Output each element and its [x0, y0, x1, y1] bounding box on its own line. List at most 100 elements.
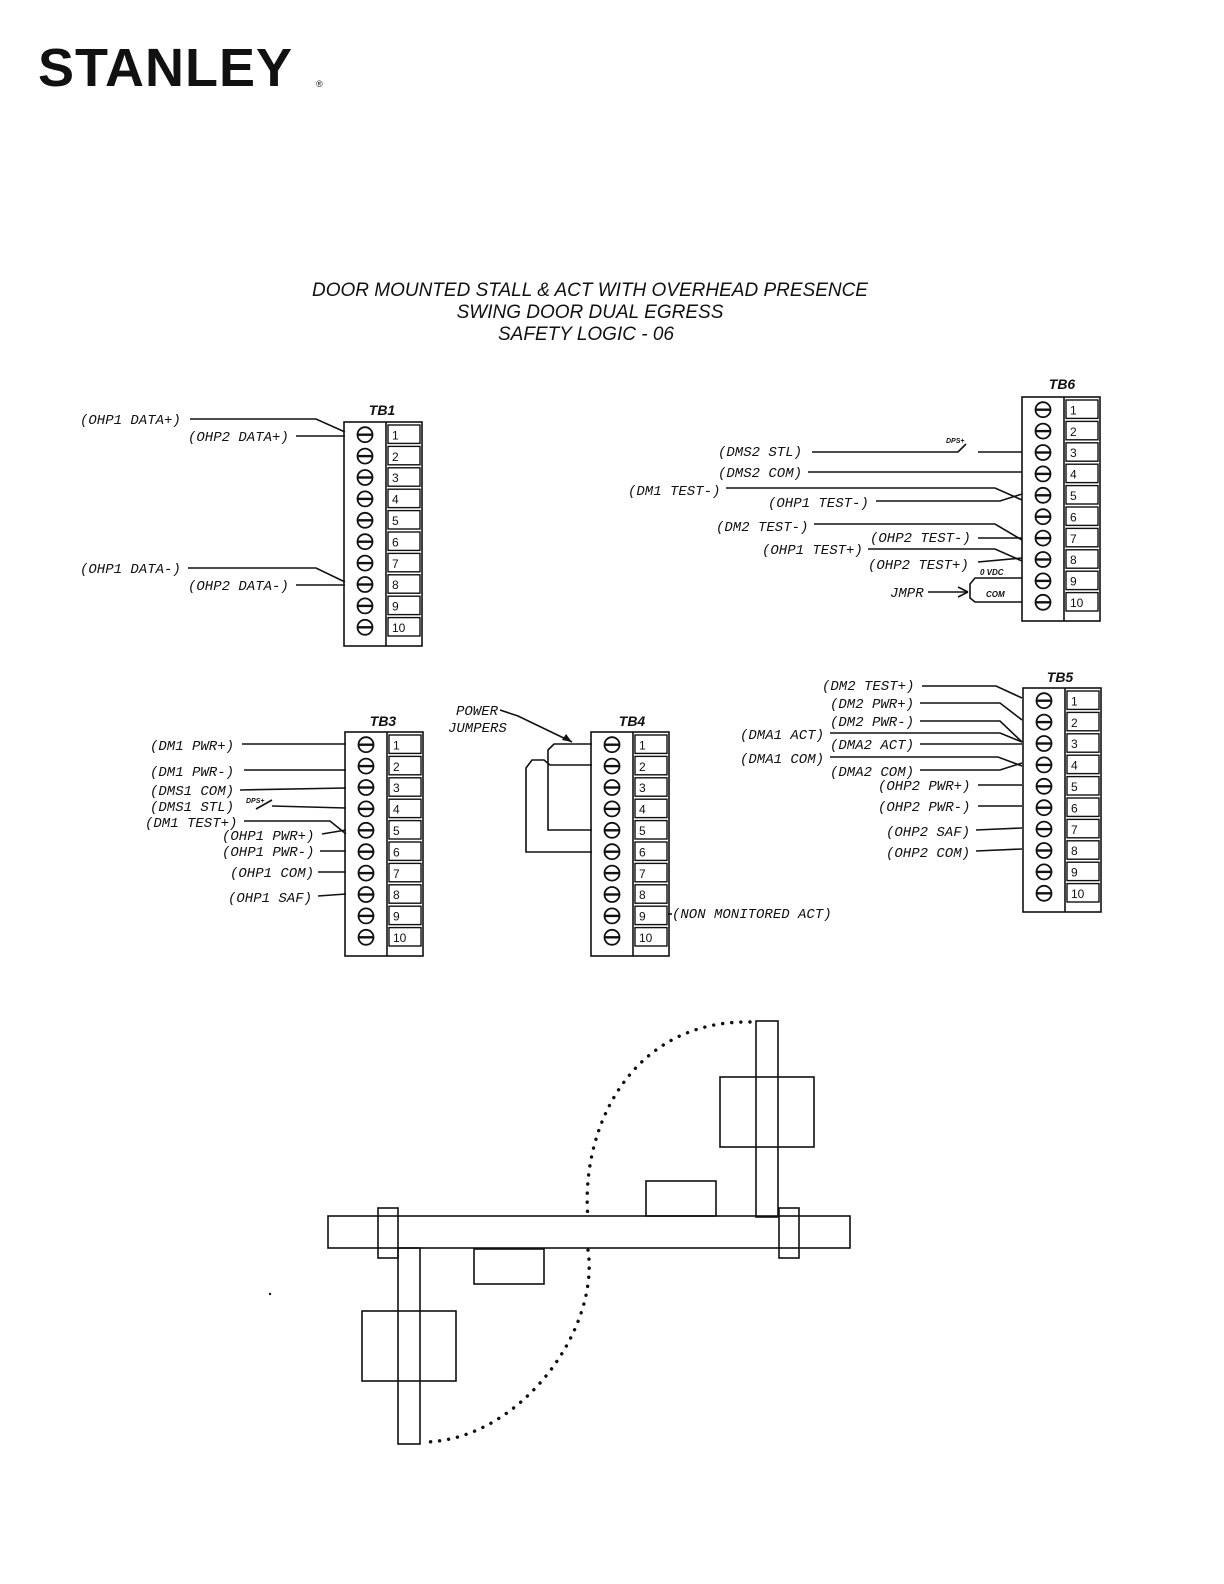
- tb6-terminal-number: 3: [1070, 446, 1077, 460]
- tb4-terminal-number: 3: [639, 781, 646, 795]
- tb3-dps-label: DPS+: [246, 798, 264, 805]
- left-door-panel: [397, 1247, 421, 1445]
- tb6-terminal-cell-10: [1065, 591, 1099, 612]
- tb3-terminal-cell-2: [388, 755, 422, 776]
- tb3-terminal-cell-10: [388, 926, 422, 947]
- tb6-label-dm1-test-minus: (DM1 TEST-): [628, 484, 720, 500]
- stanley-logo: STANLEY: [38, 38, 293, 98]
- tb6-label-ohp2-test-minus: (OHP2 TEST-): [870, 531, 971, 547]
- tb5-terminal-cell-4: [1066, 754, 1100, 775]
- tb5-label-ohp2-pwr-plus: (OHP2 PWR+): [878, 779, 970, 795]
- tb3-label-dms1-stl: (DMS1 STL): [150, 800, 234, 816]
- tb1-terminal-number: 8: [392, 578, 399, 592]
- tb6-com-label: COM: [986, 590, 1005, 599]
- tb4-terminal-cell-3: [634, 777, 668, 797]
- tb1-terminal-cell-9: [387, 595, 421, 616]
- tb3-terminal-cell-4: [388, 798, 422, 819]
- tb3-name: TB3: [370, 713, 397, 729]
- tb3-terminal-cell-9: [388, 905, 422, 926]
- tb5-wires: [830, 685, 1023, 852]
- tb5-terminal-number: 2: [1071, 716, 1078, 730]
- tb5-label-ohp2-com: (OHP2 COM): [886, 846, 970, 862]
- right-pivot: [778, 1207, 800, 1259]
- tb4-terminal-number: 7: [639, 867, 646, 881]
- tb4-terminal-cell-1: [634, 734, 668, 755]
- tb3-label-dm1-test-plus: (DM1 TEST+): [145, 816, 237, 832]
- left-pivot: [377, 1207, 399, 1259]
- tb1-terminal-number: 4: [392, 493, 399, 507]
- tb3-terminal-cell-8: [388, 884, 422, 904]
- door-swing-arc-right: [585, 1020, 752, 1220]
- tb6-terminal-number: 8: [1070, 553, 1077, 567]
- tb6-terminal-cell-9: [1065, 570, 1099, 591]
- tb6-terminal-number: 5: [1070, 489, 1077, 503]
- tb6-label-dms2-com: (DMS2 COM): [718, 466, 802, 482]
- left-door-sensor-box: [361, 1310, 457, 1382]
- tb5-terminal-number: 5: [1071, 780, 1078, 794]
- tb1-terminal-cell-2: [387, 445, 421, 466]
- tb5-terminal-cell-3: [1066, 733, 1100, 753]
- tb1-terminal-number: 7: [392, 557, 399, 571]
- tb6-terminal-cell-1: [1065, 399, 1099, 420]
- tb3-terminal-number: 4: [393, 803, 400, 817]
- tb5-terminal-number: 8: [1071, 844, 1078, 858]
- tb1-terminal-cell-4: [387, 488, 421, 509]
- tb3-terminal-cell-7: [388, 862, 422, 883]
- tb6-label-ohp2-test-plus: (OHP2 TEST+): [868, 558, 969, 574]
- tb4-terminal-number: 5: [639, 824, 646, 838]
- tb5-label-dma1-com: (DMA1 COM): [740, 752, 824, 768]
- tb5-terminal-cell-5: [1066, 775, 1100, 796]
- tb1-terminal-number: 6: [392, 535, 399, 549]
- registered-mark: ®: [316, 79, 323, 89]
- tb6-0vdc-label: 0 VDC: [980, 568, 1004, 577]
- tb1-label-ohp1-data-minus: (OHP1 DATA-): [80, 562, 181, 578]
- tb6-terminal-number: 9: [1070, 575, 1077, 589]
- tb5-label-dm2-pwr-plus: (DM2 PWR+): [830, 697, 914, 713]
- tb5-terminal-cell-10: [1066, 882, 1100, 903]
- tb3-label-ohp1-saf: (OHP1 SAF): [228, 891, 312, 907]
- tb5-terminal-cell-7: [1066, 818, 1100, 839]
- tb4-terminal-number: 4: [639, 803, 646, 817]
- tb5-terminal-cell-6: [1066, 797, 1100, 818]
- tb6-label-dms2-stl: (DMS2 STL): [718, 445, 802, 461]
- tb5-label-ohp2-pwr-minus: (OHP2 PWR-): [878, 800, 970, 816]
- tb6-label-dm2-test-minus: (DM2 TEST-): [716, 520, 808, 536]
- tb3-terminal-number: 7: [393, 867, 400, 881]
- tb3-label-dms1-com: (DMS1 COM): [150, 784, 234, 800]
- left-operator-box: [473, 1248, 545, 1285]
- tb1-name: TB1: [369, 402, 396, 418]
- tb1-terminal-cell-1: [387, 424, 421, 445]
- diagram-title: DOOR MOUNTED STALL & ACT WITH OVERHEAD P…: [312, 280, 868, 301]
- tb4-power-label: POWER: [456, 704, 499, 720]
- tb6-terminal-cell-4: [1065, 463, 1099, 484]
- tb3-terminal-cell-1: [388, 734, 422, 755]
- tb6-terminal-number: 4: [1070, 468, 1077, 482]
- tb4-terminal-cell-10: [634, 926, 668, 947]
- tb4-terminal-cell-8: [634, 884, 668, 904]
- tb4-terminal-cell-7: [634, 862, 668, 883]
- tb4-terminal-number: 8: [639, 888, 646, 902]
- tb1-terminal-number: 10: [392, 621, 406, 635]
- tb4-terminal-number: 10: [639, 931, 653, 945]
- tb3-label-ohp1-pwr-plus: (OHP1 PWR+): [222, 829, 314, 845]
- right-door-sensor-box: [719, 1076, 815, 1148]
- tb4-terminal-number: 1: [639, 738, 646, 752]
- tb1-terminal-cell-8: [387, 574, 421, 594]
- tb1-label-ohp1-data-plus: (OHP1 DATA+): [80, 413, 181, 429]
- tb1-terminal-number: 3: [392, 471, 399, 485]
- tb6-terminal-cell-2: [1065, 420, 1099, 441]
- tb6-terminal-cell-6: [1065, 506, 1099, 527]
- tb3-terminal-cell-5: [388, 819, 422, 840]
- tb1-terminal-number: 2: [392, 450, 399, 464]
- header-beam: [327, 1215, 851, 1249]
- tb5-terminal-number: 10: [1071, 887, 1085, 901]
- tb6-label-ohp1-test-plus: (OHP1 TEST+): [762, 543, 863, 559]
- tb3-terminal-cell-3: [388, 777, 422, 797]
- tb1-terminal-cell-3: [387, 467, 421, 487]
- tb6-wires: [726, 443, 1023, 603]
- tb4-power-jumpers: [499, 709, 672, 915]
- tb5-label-ohp2-saf: (OHP2 SAF): [886, 825, 970, 841]
